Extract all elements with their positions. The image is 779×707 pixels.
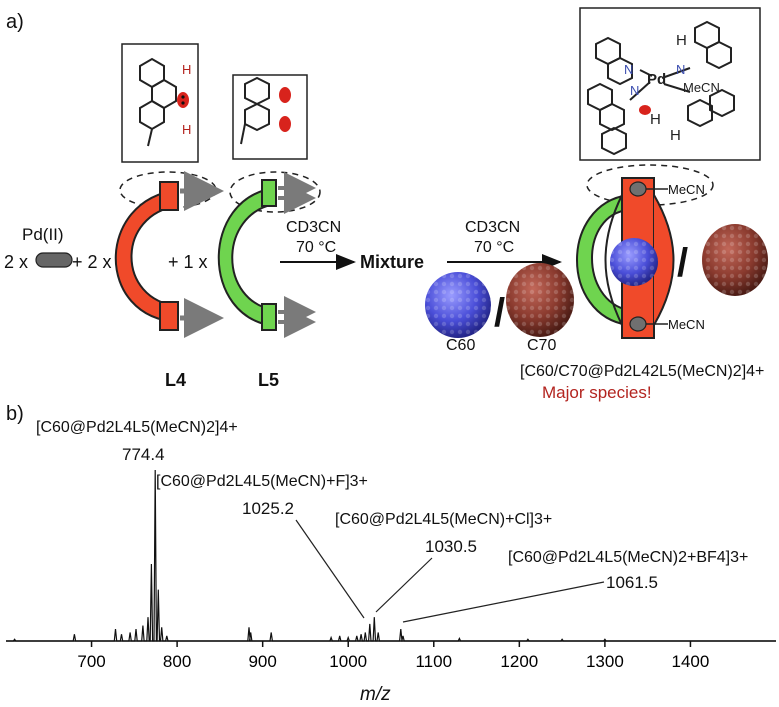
x-tick-label: 900 [248, 652, 276, 671]
x-tick-label: 1300 [586, 652, 624, 671]
inset-mecn-label: MeCN [683, 80, 720, 95]
l5-structure-inset [232, 74, 308, 160]
mecn-top-label: MeCN [668, 182, 705, 197]
inset-h-label-3: H [670, 127, 681, 144]
inset-n-label: N [624, 62, 633, 77]
x-tick-label: 1400 [672, 652, 710, 671]
x-tick-label: 800 [163, 652, 191, 671]
c60-fullerene-icon [425, 272, 491, 338]
c60-label: C60 [446, 337, 475, 354]
l4-ligand-shape [114, 171, 224, 338]
pd-label: Pd(II) [22, 225, 64, 244]
peak-mz-2: 1025.2 [242, 499, 294, 518]
peak-formula-2: [C60@Pd2L4L5(MeCN)+F]3+ [156, 473, 368, 490]
temperature-1: 70 °C [296, 239, 336, 256]
spectrum-trace [6, 469, 776, 642]
mecn-bottom-label: MeCN [668, 317, 705, 332]
x-tick-label: 1200 [500, 652, 538, 671]
peak-formula-3: [C60@Pd2L4L5(MeCN)+Cl]3+ [335, 511, 552, 528]
solvent-1: CD3CN [286, 219, 341, 236]
panel-b-label: b) [6, 403, 24, 425]
x-axis-label: m/z [360, 684, 391, 705]
mixture-label: Mixture [360, 252, 424, 272]
coef-pd: 2 x [4, 252, 28, 272]
slash-separator-2: / [677, 241, 688, 285]
lone-pair-icon-2 [279, 87, 291, 103]
inset-h-label: H [676, 32, 687, 49]
coef-l4: + 2 x [72, 252, 112, 272]
complex-formula: [C60/C70@Pd2L42L5(MeCN)2]4+ [520, 363, 764, 380]
peak-formula-4: [C60@Pd2L4L5(MeCN)2+BF4]3+ [508, 549, 748, 566]
major-species-label: Major species! [542, 383, 652, 402]
assembled-cage-icon [576, 177, 675, 339]
leader-line-1061 [402, 581, 605, 623]
temperature-2: 70 °C [474, 239, 514, 256]
l4-h-label-2: H [182, 122, 191, 137]
c70-fullerene-icon [506, 263, 574, 337]
inset-n-label-2: N [630, 83, 639, 98]
pd-capsule-icon [35, 252, 73, 268]
peak-mz-4: 1061.5 [606, 573, 658, 592]
x-tick-label: 1100 [415, 652, 452, 671]
l4-label: L4 [165, 370, 186, 390]
peak-formula-1: [C60@Pd2L4L5(MeCN)2]4+ [36, 419, 238, 436]
coef-l5: + 1 x [168, 252, 208, 272]
complex-structure-inset: Pd MeCN N N N H H H [579, 7, 761, 161]
lone-pair-icon [177, 92, 189, 108]
inset-n-label-3: N [676, 62, 685, 77]
x-tick-label: 1000 [329, 652, 367, 671]
peak-mz-1: 774.4 [122, 445, 165, 464]
panel-a-label: a) [6, 11, 24, 33]
c70-fullerene-icon-2 [702, 224, 768, 296]
inset-pd-label: Pd [647, 71, 666, 88]
c70-label: C70 [527, 337, 556, 354]
solvent-2: CD3CN [465, 219, 520, 236]
lone-pair-icon-3 [279, 116, 291, 132]
x-tick-label: 700 [77, 652, 105, 671]
inset-lone-pair-icon [639, 105, 651, 115]
l5-label: L5 [258, 370, 279, 390]
l5-ligand-shape [217, 172, 316, 338]
slash-separator: / [494, 291, 505, 335]
mass-spectrum-plot: 700 800 900 1000 1100 1200 1300 1400 [6, 469, 776, 671]
l4-structure-inset: H H [121, 43, 199, 163]
l4-h-label: H [182, 62, 191, 77]
leader-line-1025 [295, 519, 365, 619]
dashed-highlight-2 [229, 171, 321, 213]
peak-mz-3: 1030.5 [425, 537, 477, 556]
leader-line-1030 [375, 557, 433, 613]
inset-h-label-2: H [650, 111, 661, 128]
